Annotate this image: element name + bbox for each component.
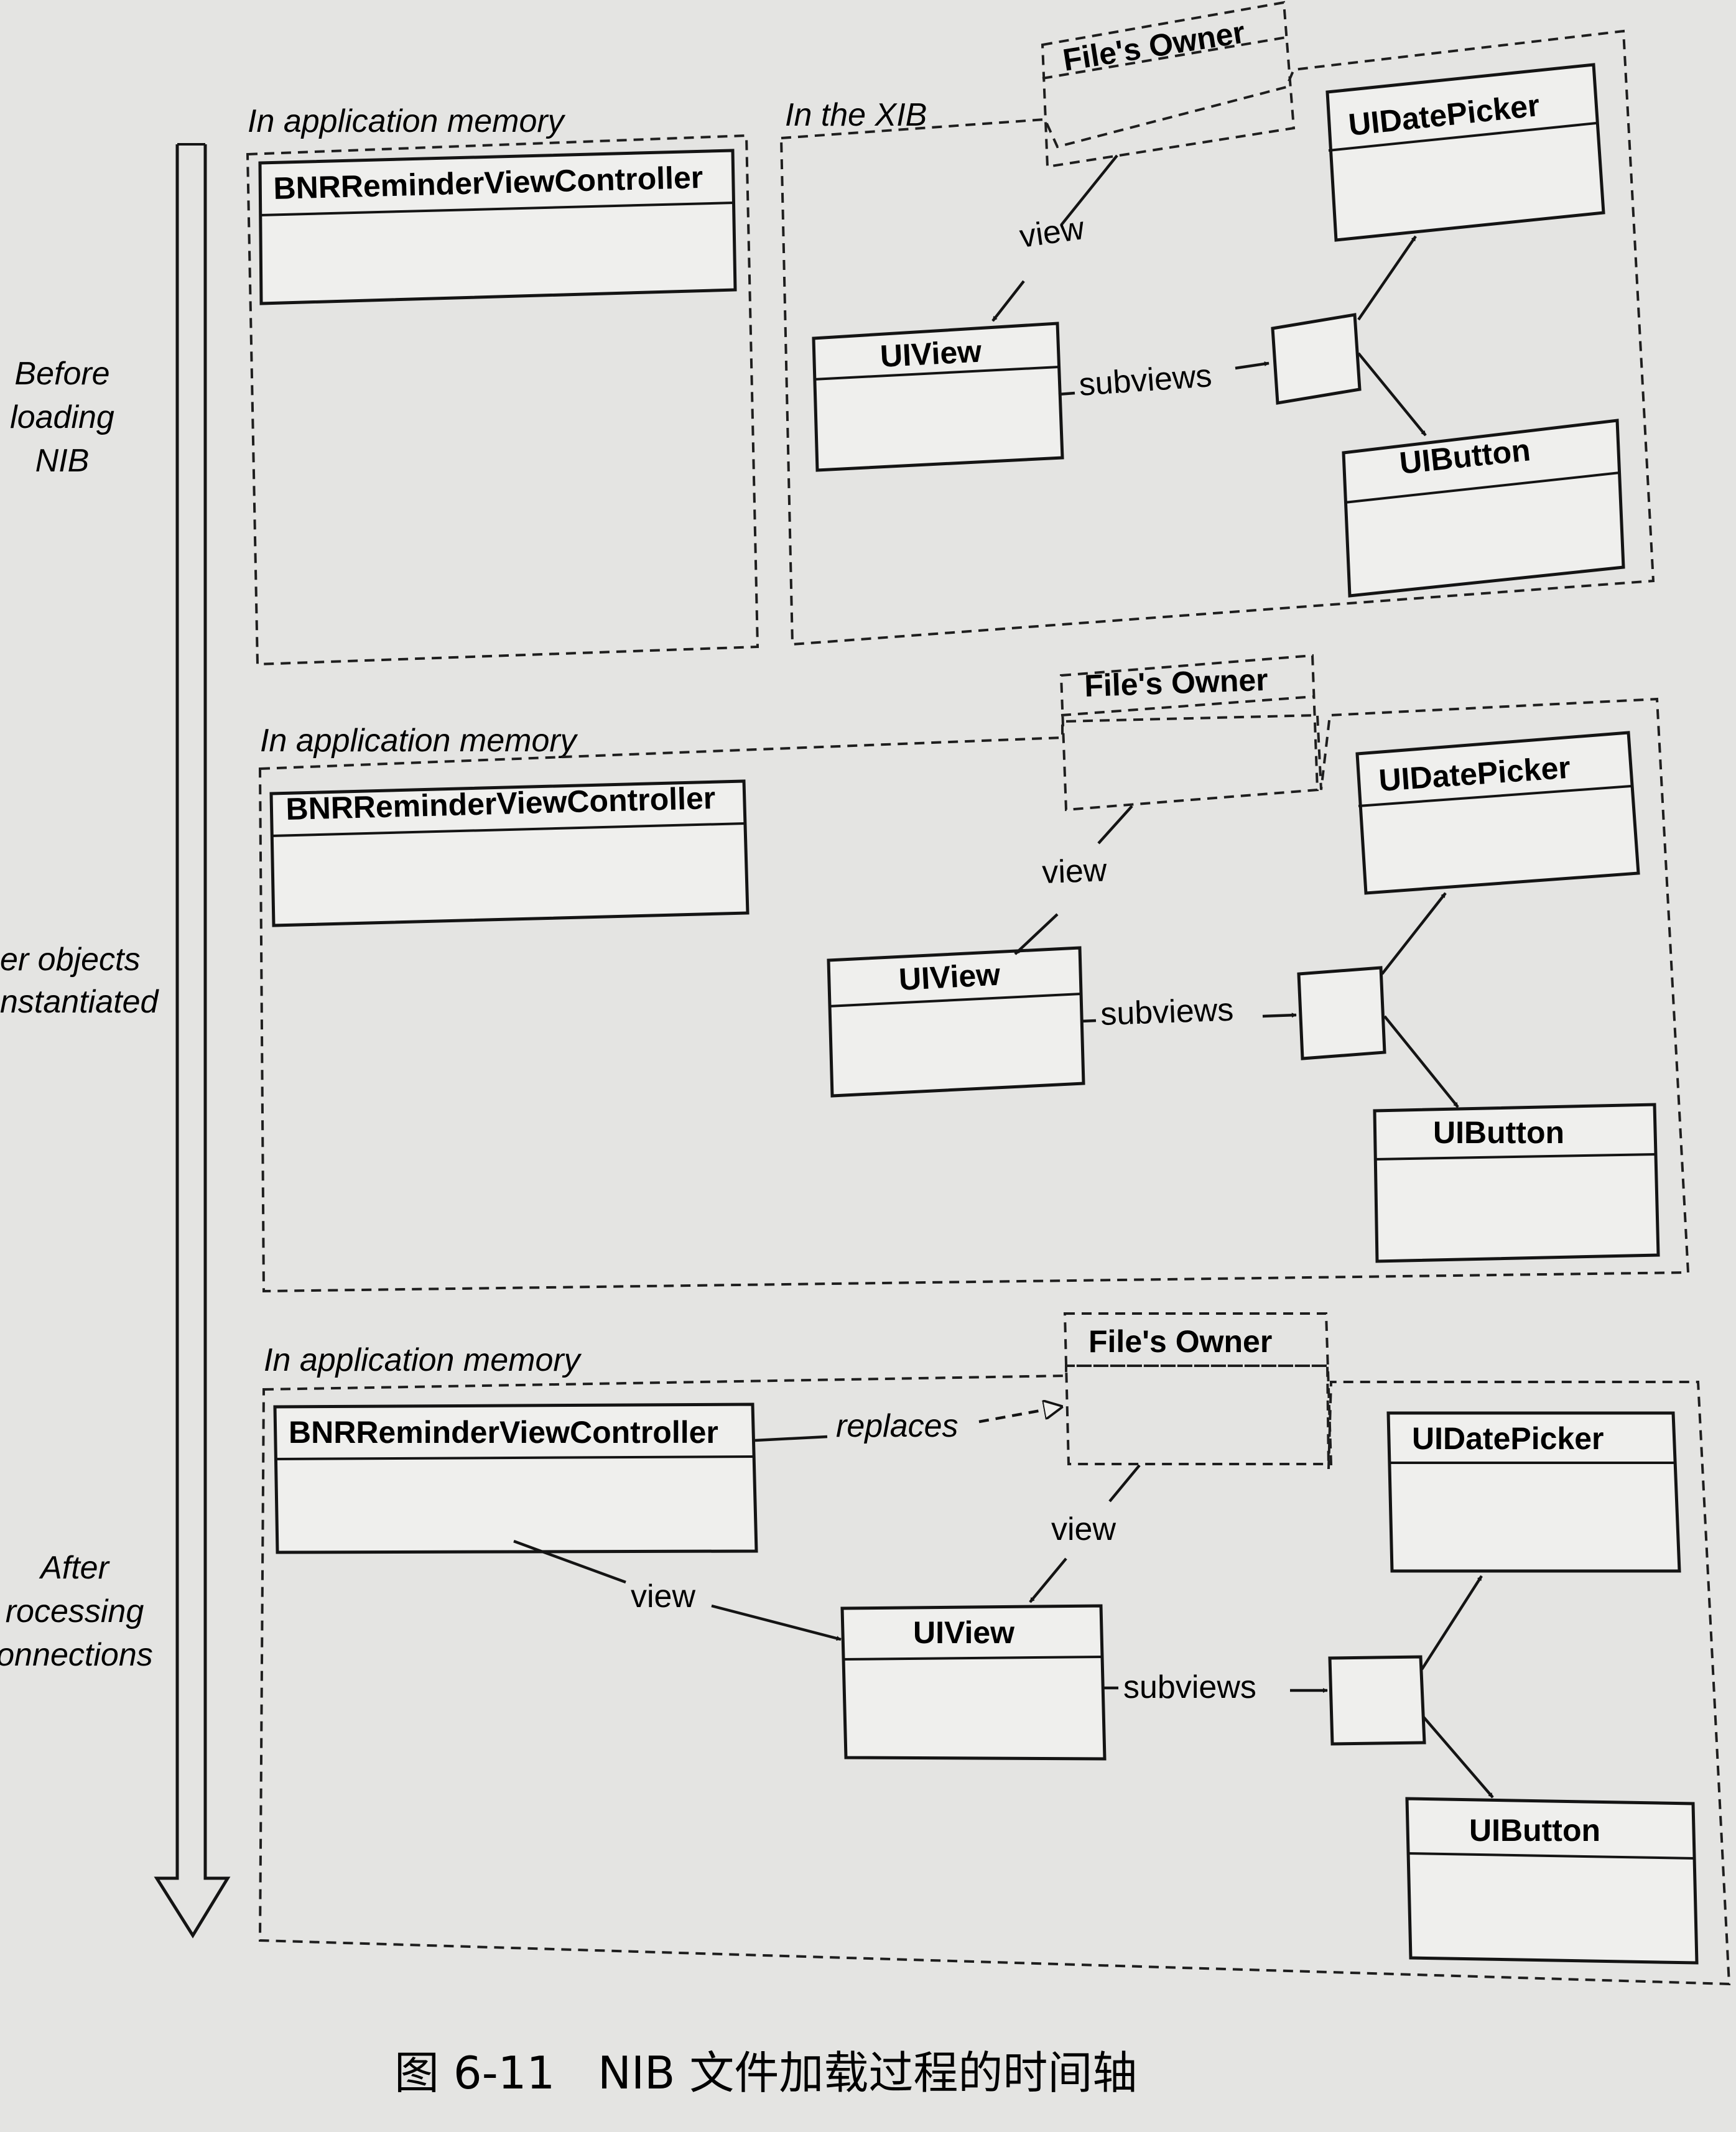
svg-text:UIDatePicker: UIDatePicker [1412, 1421, 1604, 1456]
application-memory-region [258, 697, 1690, 1293]
replaces-edge-label: replaces [836, 1408, 959, 1444]
svg-text:er objects: er objects [0, 942, 140, 978]
region-label-application-memory: In application memory [248, 103, 566, 139]
uibutton-box: UIButton [1373, 1103, 1660, 1263]
svg-text:File's Owner: File's Owner [1084, 662, 1268, 703]
subview-to-button-arrow [1357, 352, 1427, 437]
figure-caption: 图 6-11 NIB 文件加载过程的时间轴 [394, 2047, 1137, 2099]
subview-to-button-arrow [1383, 1015, 1459, 1108]
view-connector-line [1060, 154, 1118, 226]
subviews-edge-label: subviews [1078, 358, 1213, 403]
stage-2-objects-instantiated: In application memory File's Owner BNRRe… [258, 654, 1690, 1293]
uiview-box: UIView [812, 322, 1064, 472]
controller-view-edge-label: view [631, 1578, 695, 1615]
svg-text:NIB: NIB [35, 443, 90, 479]
stage-1-before-loading: In application memory BNRReminderViewCon… [246, 1, 1655, 666]
stage-label-before-loading: Before loading NIB [10, 356, 114, 479]
files-owner-box: File's Owner [1059, 654, 1319, 812]
application-memory-region [258, 1365, 1731, 1986]
svg-text:onnections: onnections [0, 1637, 153, 1673]
view-connector-line [1108, 1464, 1141, 1503]
view-connector-line [1097, 805, 1133, 845]
svg-text:UIView: UIView [898, 957, 1001, 997]
replaces-arrow [978, 1407, 1061, 1424]
uibutton-box: UIButton [1342, 419, 1625, 598]
xib-region [779, 29, 1655, 646]
view-outlet-arrow [1029, 1557, 1067, 1603]
svg-text:Before: Before [14, 356, 109, 392]
uidatepicker-box: UIDatePicker [1386, 1411, 1681, 1573]
uibutton-box: UIButton [1405, 1797, 1699, 1965]
view-outlet-arrow [1014, 913, 1059, 955]
controller-box: BNRReminderViewController [273, 1402, 758, 1554]
svg-text:UIButton: UIButton [1433, 1115, 1564, 1150]
view-edge-label: view [1018, 210, 1087, 255]
svg-text:UIButton: UIButton [1469, 1813, 1600, 1848]
subviews-array-box [1271, 313, 1362, 405]
view-edge-label: view [1051, 1511, 1116, 1547]
uiview-box: UIView [840, 1604, 1107, 1761]
svg-text:nstantiated: nstantiated [0, 984, 159, 1020]
region-label-application-memory: In application memory [260, 723, 578, 759]
controller-box: BNRReminderViewController [258, 149, 737, 305]
subviews-edge-label: subviews [1100, 992, 1234, 1032]
timeline-arrow [154, 143, 231, 1939]
subview-to-datepicker-arrow [1381, 892, 1447, 975]
svg-text:File's Owner: File's Owner [1088, 1324, 1272, 1359]
subviews-array-box [1328, 1655, 1426, 1746]
region-label-xib: In the XIB [785, 97, 927, 133]
files-owner-box: File's Owner [1041, 1, 1296, 169]
svg-text:BNRReminderViewController: BNRReminderViewController [289, 1415, 718, 1450]
stage-label-after-processing: After rocessing onnections [0, 1550, 153, 1673]
uidatepicker-box: UIDatePicker [1355, 731, 1640, 895]
stage-3-after-processing: In application memory File's Owner BNRRe… [258, 1312, 1731, 1986]
uidatepicker-box: UIDatePicker [1325, 63, 1605, 242]
stage-label-objects-instantiated: er objects nstantiated [0, 942, 159, 1020]
subviews-edge-label: subviews [1123, 1669, 1256, 1705]
uiview-box: UIView [827, 946, 1085, 1098]
svg-text:After: After [39, 1550, 110, 1586]
application-memory-region [246, 134, 759, 666]
subviews-arrow [1235, 361, 1270, 370]
svg-text:UIView: UIView [880, 334, 983, 374]
view-edge-label: view [1041, 852, 1107, 891]
subview-to-button-arrow [1422, 1715, 1494, 1799]
svg-text:File's Owner: File's Owner [1061, 14, 1247, 78]
svg-text:rocessing: rocessing [6, 1593, 144, 1629]
files-owner-box: File's Owner [1063, 1312, 1333, 1465]
subviews-arrow [1262, 1013, 1297, 1018]
svg-text:loading: loading [10, 399, 114, 435]
view-outlet-arrow [991, 280, 1025, 322]
subviews-array-box [1297, 966, 1386, 1060]
svg-text:UIView: UIView [913, 1615, 1014, 1650]
subview-to-datepicker-arrow [1421, 1575, 1483, 1671]
controller-box: BNRReminderViewController [269, 779, 750, 927]
subview-to-datepicker-arrow [1357, 235, 1417, 321]
controller-view-arrow [711, 1604, 842, 1641]
region-label-application-memory: In application memory [264, 1342, 582, 1378]
